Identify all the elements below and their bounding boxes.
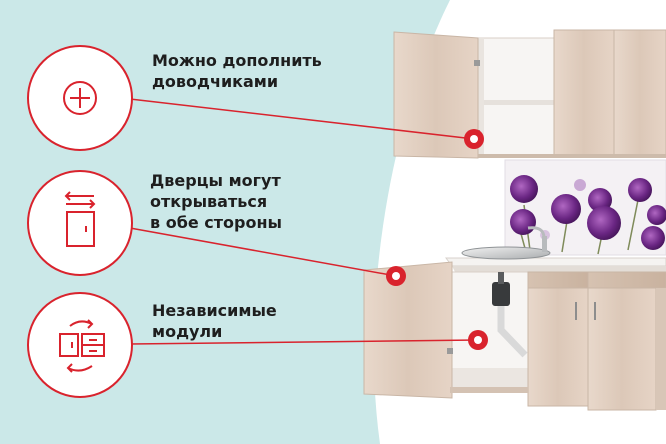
callout-line-modules [129,339,479,345]
lower-door [527,287,589,407]
feature-icon-3 [27,292,133,398]
countertop [445,226,666,272]
feature-label-line: Независимые [152,301,277,320]
feature-label-closers: Можно дополнить доводчиками [152,50,322,92]
upper-cabinet-body [477,37,555,157]
siphon-body [492,282,510,306]
lower-door [587,287,657,411]
flowers [510,175,666,250]
sink-cabinet-floor [450,368,528,387]
feature-label-line: в обе стороны [150,213,282,232]
drain-pipe [497,306,528,358]
feature-label-line: открываться [150,192,268,211]
hinge [447,348,453,354]
upper-right-door-2 [613,29,666,157]
drawer-front [527,271,589,289]
feature-label-line: доводчиками [152,72,279,91]
feature-icon-1 [27,45,133,151]
feature-icon-2 [27,170,133,276]
drawer-front [587,271,666,289]
sink-door-open [363,261,453,399]
hinge [474,60,480,66]
lower-cabinets [363,261,666,411]
plus-icon [63,81,97,115]
backsplash-panel [504,159,666,256]
upper-cabinets [393,29,666,159]
modules-icon [59,319,105,373]
callout-lines [129,98,479,345]
plinth [450,387,528,393]
callout-dots [386,129,488,350]
upper-right-door-1 [553,29,615,157]
swing-door-icon [64,191,96,247]
feature-label-modules: Независимые модули [152,300,277,342]
upper-shelf [478,100,554,105]
siphon-pipe [498,272,504,284]
sink-bowl [461,246,551,260]
lower-side-panel [656,288,666,410]
feature-label-line: модули [152,322,223,341]
upper-cabinet-interior-shadow [478,38,484,156]
callout-line-closers [129,98,475,140]
sink-cabinet-body [449,271,529,388]
faucet [527,226,546,239]
door-handle [575,302,577,320]
upper-cabinet-bottom-edge [478,154,666,158]
door-handle [594,302,596,320]
feature-label-doors: Дверцы могут открываться в обе стороны [150,170,282,233]
callout-line-doors [129,227,397,277]
faucet-base [542,236,547,252]
feature-label-line: Дверцы могут [150,171,281,190]
feature-label-line: Можно дополнить [152,51,322,70]
